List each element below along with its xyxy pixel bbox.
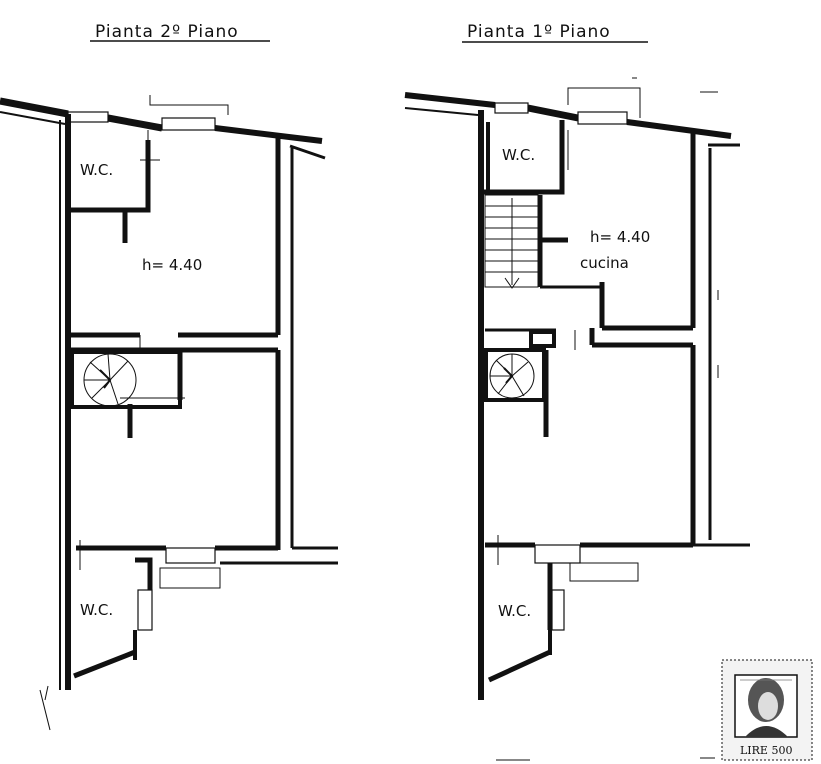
ceiling-height-label-right: h= 4.40 (590, 228, 650, 246)
kitchen-label: cucina (580, 254, 629, 272)
wc-lower-label-left: W.C. (80, 601, 113, 619)
wc-upper-label-right: W.C. (502, 146, 535, 164)
revenue-stamp-value: LIRE 500 (740, 744, 792, 757)
plan-second-floor-title: Pianta 2º Piano (95, 22, 239, 42)
wc-lower-label-right: W.C. (498, 602, 531, 620)
revenue-stamp-portrait-icon (734, 674, 798, 738)
plan-first-floor-title: Pianta 1º Piano (467, 22, 611, 42)
plan-first-floor: Pianta 1º Piano W.C. (404, 22, 750, 761)
revenue-stamp: LIRE 500 (721, 659, 813, 761)
ceiling-height-label-left: h= 4.40 (142, 256, 202, 274)
wc-upper-label-left: W.C. (80, 161, 113, 179)
plan-second-floor: Pianta 2º Piano W.C. h= 4.40 (0, 22, 338, 731)
straight-stair (484, 194, 539, 289)
